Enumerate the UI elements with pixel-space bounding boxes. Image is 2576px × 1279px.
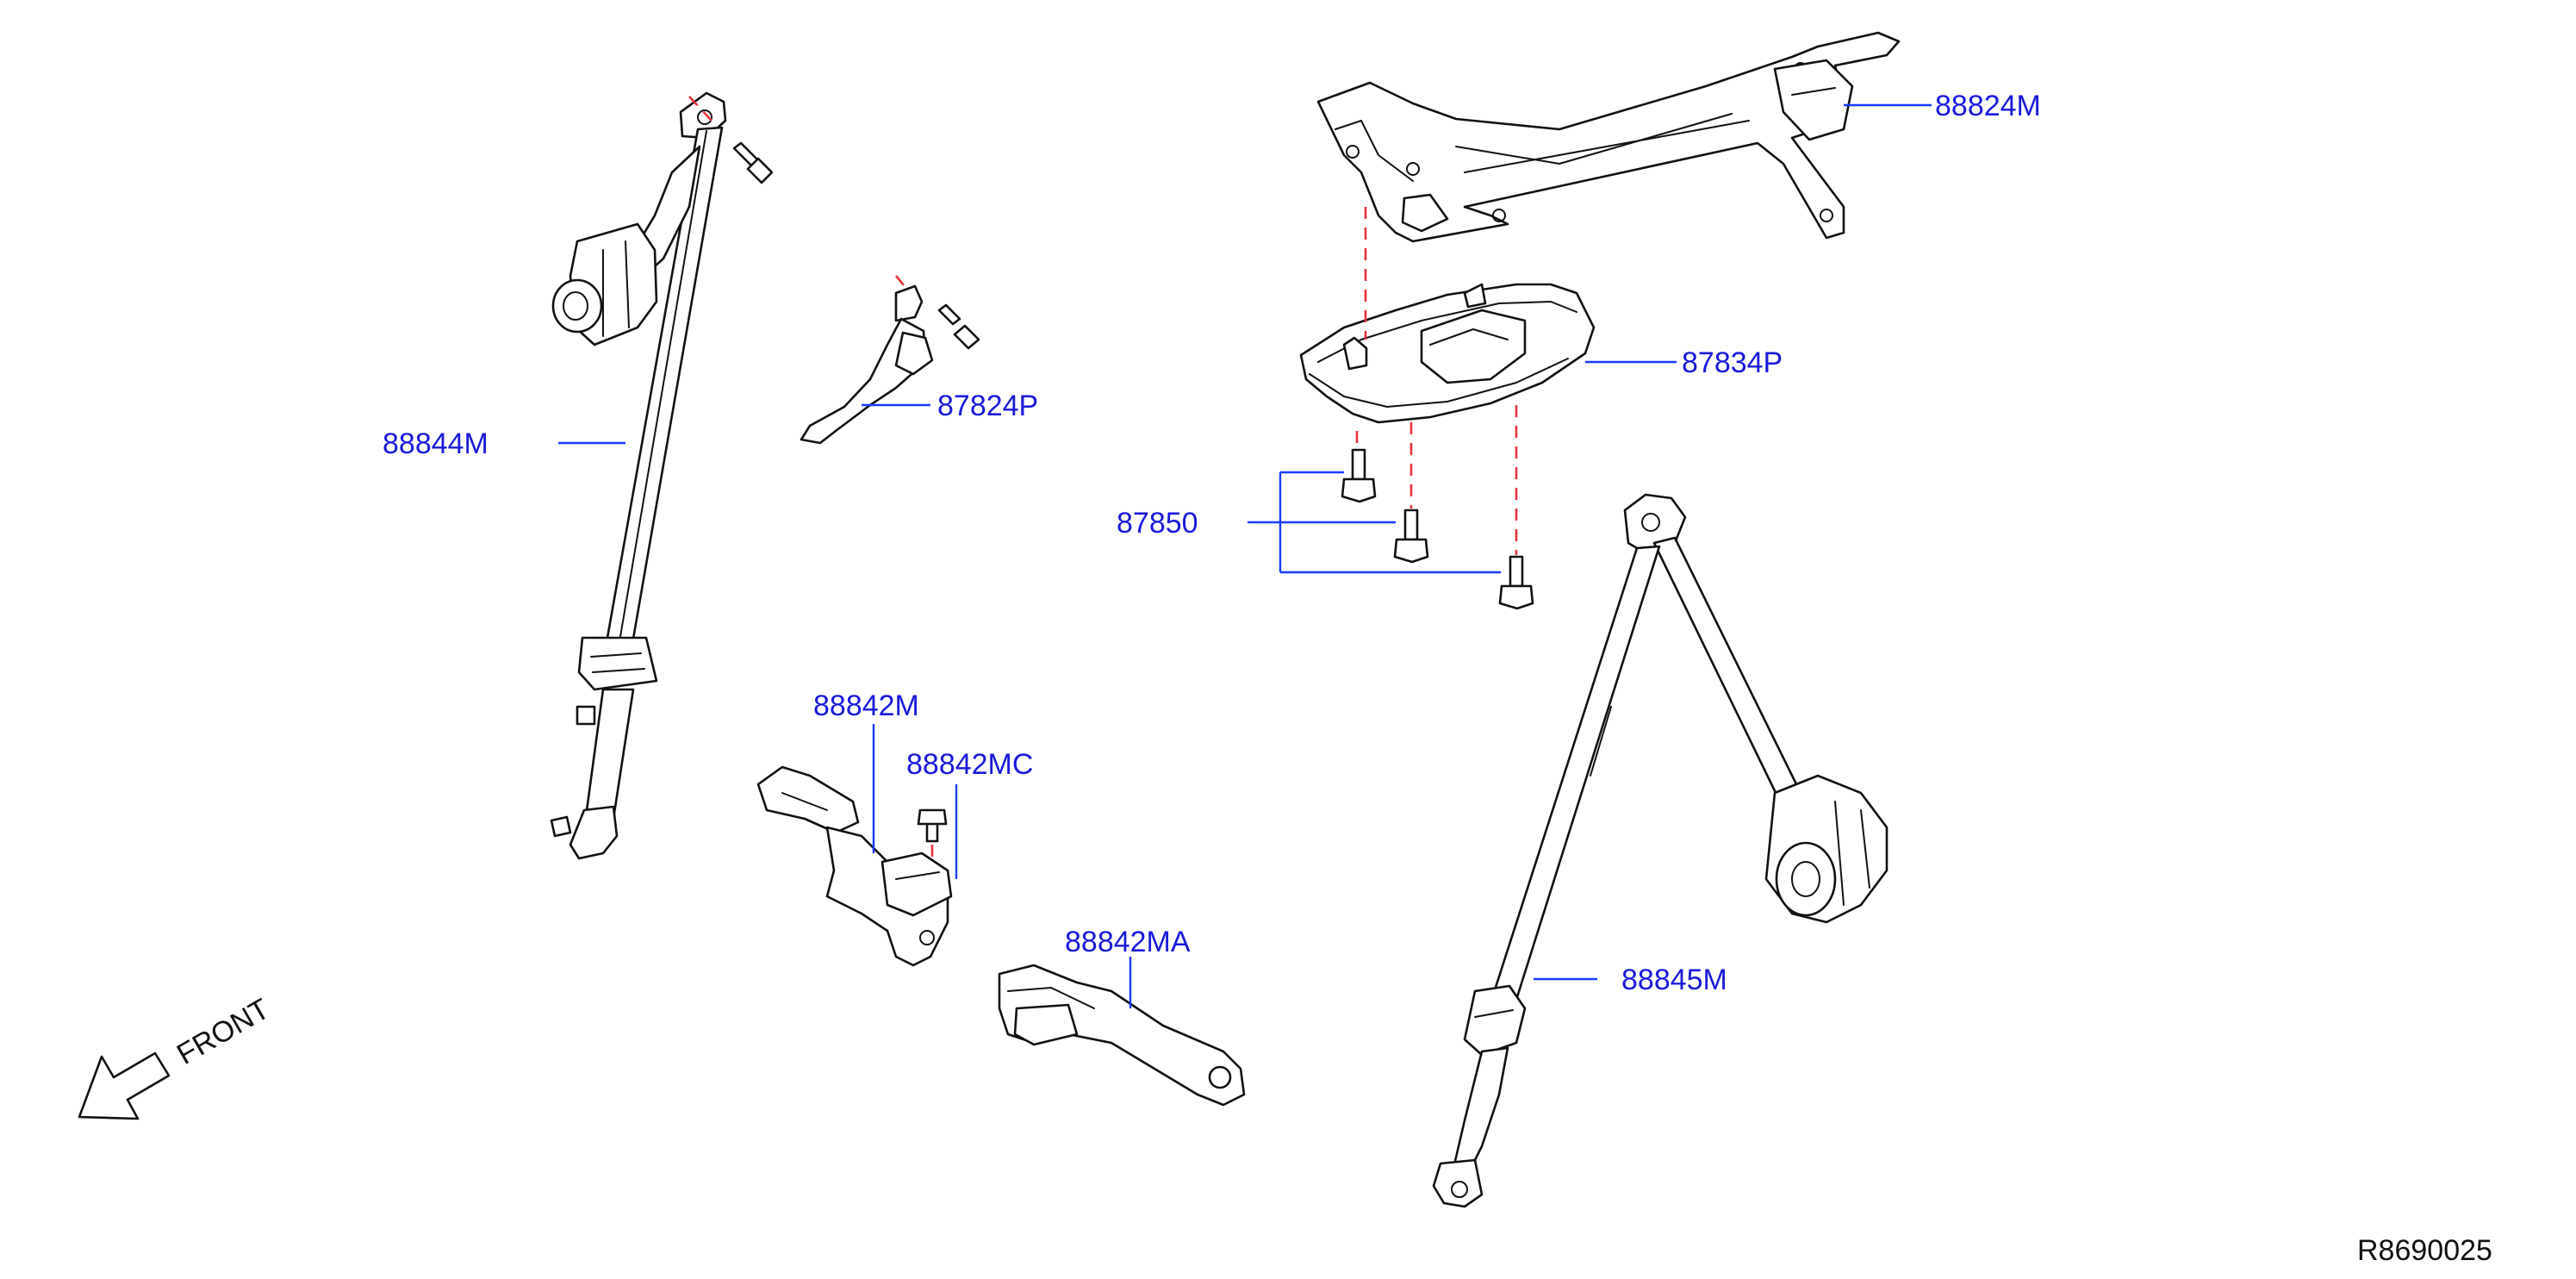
- front-label: FRONT: [171, 992, 275, 1070]
- label-88845M: 88845M: [1621, 964, 1727, 996]
- label-88842MC: 88842MC: [906, 748, 1033, 781]
- bolt-1: [1341, 448, 1377, 503]
- label-88824M: 88824M: [1935, 90, 2041, 122]
- diagram-code: R8690025: [2357, 1234, 2492, 1267]
- part-88842M-buckle: [756, 765, 953, 967]
- leader-87850: [1248, 471, 1501, 574]
- label-88844M: 88844M: [383, 427, 488, 460]
- bolt-3: [1498, 555, 1534, 610]
- part-88824M-upper-bracket: [1316, 31, 1901, 243]
- part-88845M-rear-seat-belt: [1432, 493, 1888, 1208]
- part-87824P-height-adjuster: [800, 275, 980, 445]
- part-88842MC-bolt: [917, 808, 948, 843]
- part-87850-bolts: [1341, 448, 1534, 610]
- part-88844M-seat-belt: [550, 91, 774, 860]
- front-arrow-icon: [78, 1051, 171, 1120]
- front-direction-indicator: FRONT: [78, 992, 275, 1120]
- label-87824P: 87824P: [937, 390, 1038, 422]
- leader-lines: [558, 103, 1932, 1008]
- bolt-2: [1393, 508, 1429, 564]
- label-87850: 87850: [1117, 507, 1198, 540]
- part-88842MA-center-buckle: [998, 964, 1246, 1107]
- label-87834P: 87834P: [1682, 346, 1783, 379]
- label-88842M: 88842M: [813, 689, 919, 722]
- part-87834P-trim-cover: [1299, 283, 1596, 424]
- label-88842MA: 88842MA: [1065, 926, 1191, 958]
